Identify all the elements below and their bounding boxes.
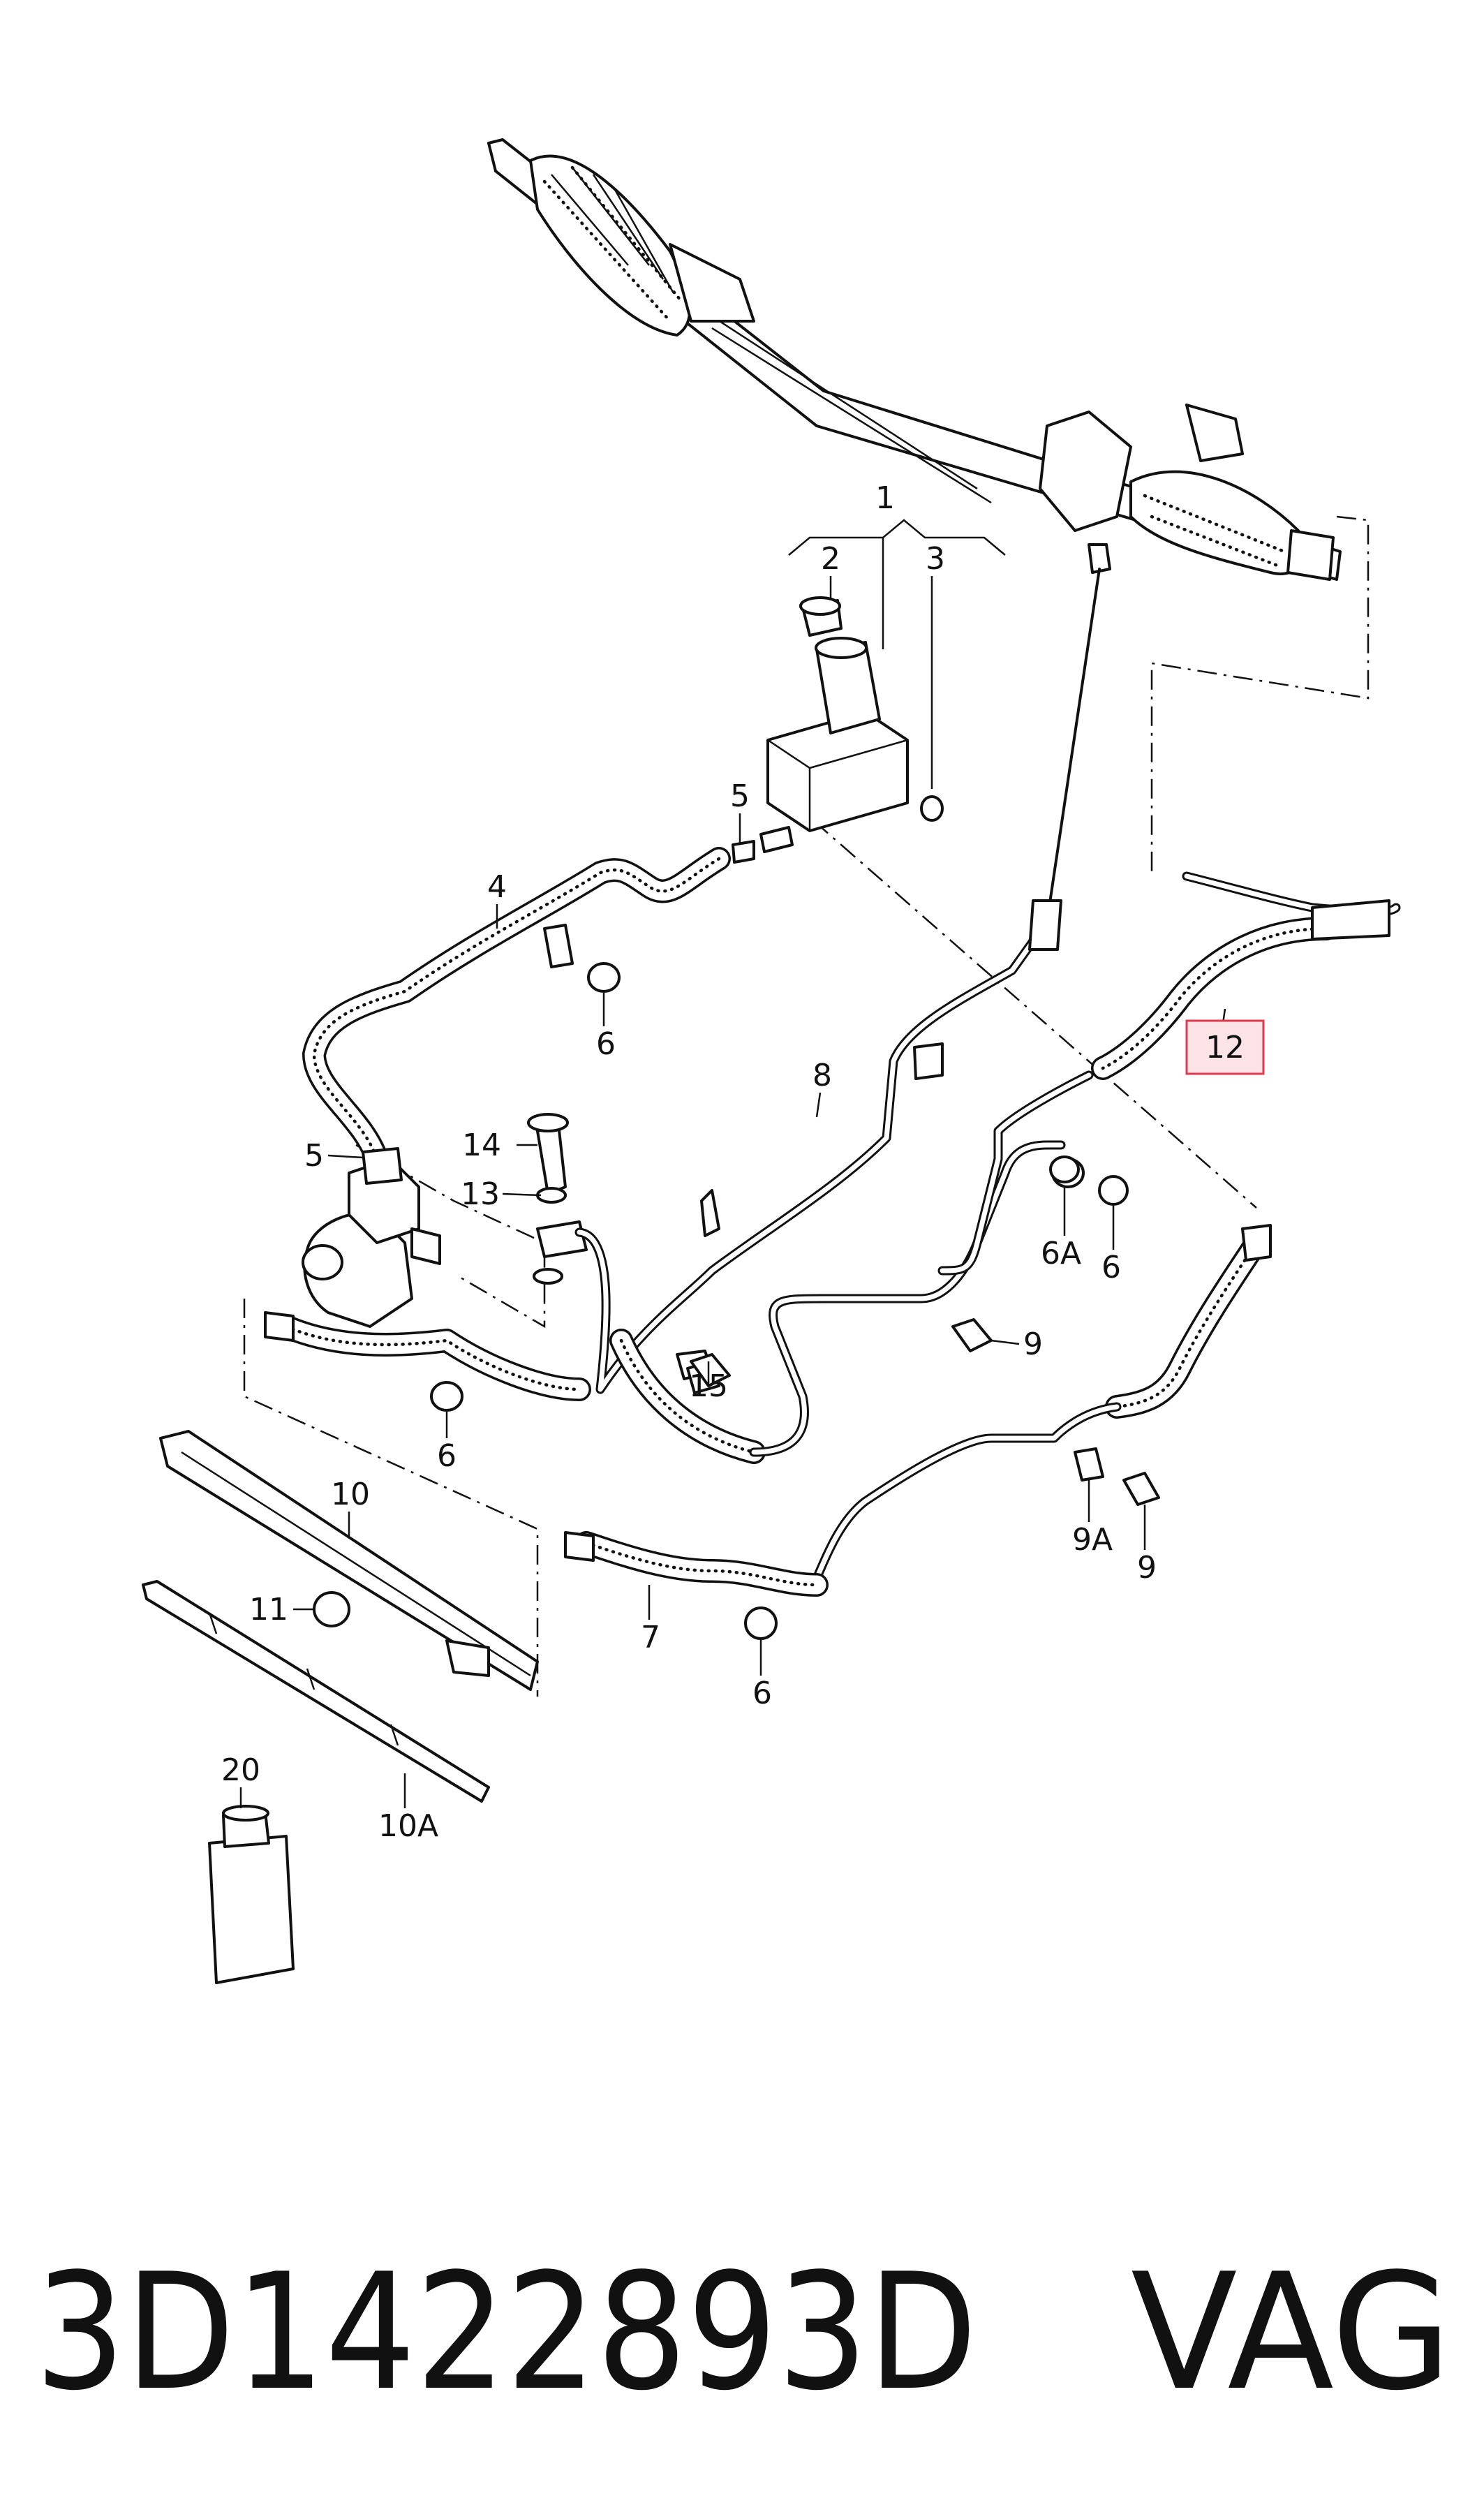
callout-20: 20: [221, 1752, 260, 1788]
reservoir-cap: [799, 596, 843, 637]
rack-boot-right: [1129, 470, 1305, 575]
callout-2: 2: [821, 541, 840, 577]
callout-12: 12: [1205, 1030, 1245, 1065]
bolt-9-mid: [951, 1318, 993, 1352]
nut-6-right: [1098, 1175, 1129, 1206]
banjo-bolt-14: [527, 1113, 569, 1195]
callout-7: 7: [641, 1620, 660, 1655]
bracket-10A: [142, 1580, 490, 1803]
callout-9A: 9A: [1072, 1522, 1113, 1558]
callout-11: 11: [249, 1592, 288, 1627]
callout-6-c: 6: [437, 1438, 457, 1474]
bolt-9-lower: [1122, 1472, 1160, 1506]
hose-4: [302, 847, 731, 1171]
callout-labels: 1 2 3 5 4 6 12 8 14 5 13 6A 6 9 15 6 10 …: [221, 480, 1245, 1844]
cooler-line-right: [812, 1224, 1272, 1583]
hose-7: [564, 1531, 829, 1640]
seal-13-lower: [533, 1268, 563, 1285]
fitting-9A: [1074, 1447, 1104, 1482]
callout-6-b: 6: [1101, 1250, 1121, 1285]
cooler-10: [159, 1430, 539, 1691]
leader-rack-to-hose-12: [1150, 515, 1370, 873]
brand-name: VAG: [1131, 2240, 1452, 2426]
callout-6-a: 6: [596, 1026, 616, 1062]
reservoir-assembly: [732, 596, 944, 864]
callout-10: 10: [331, 1477, 370, 1512]
pipe-8: [574, 899, 1062, 1394]
callout-6A: 6A: [1041, 1236, 1081, 1271]
rack-boot-left: [529, 154, 692, 337]
callout-15: 15: [689, 1368, 728, 1404]
callout-5-top: 5: [730, 778, 750, 814]
leader-lines: [239, 519, 1226, 1808]
hose-12: [937, 871, 1401, 1276]
callout-10A: 10A: [378, 1808, 438, 1844]
nut-11: [313, 1591, 350, 1627]
highlight-box-12: [1185, 1019, 1265, 1075]
callout-14: 14: [462, 1128, 501, 1163]
callout-3: 3: [926, 541, 945, 577]
return-hose-lower-left: [264, 1311, 591, 1412]
callout-6-d: 6: [752, 1676, 772, 1711]
fluid-bottle-20: [208, 1805, 295, 1984]
callout-4: 4: [487, 869, 507, 905]
callout-9-mid: 9: [1023, 1327, 1043, 1362]
callout-13: 13: [461, 1176, 500, 1212]
callout-9-lower: 9: [1137, 1550, 1157, 1586]
steering-rack: [487, 138, 1342, 923]
callout-5-pump: 5: [304, 1138, 324, 1174]
callout-8: 8: [813, 1058, 832, 1093]
callout-1: 1: [875, 480, 895, 516]
bolt-15: [690, 1353, 731, 1387]
power-steering-pump: [302, 1147, 441, 1328]
fitting-6A: [1049, 1155, 1080, 1183]
seal-13-upper: [536, 1187, 567, 1204]
part-number: 3D1422893D: [35, 2240, 977, 2426]
reservoir-seal: [920, 795, 944, 822]
